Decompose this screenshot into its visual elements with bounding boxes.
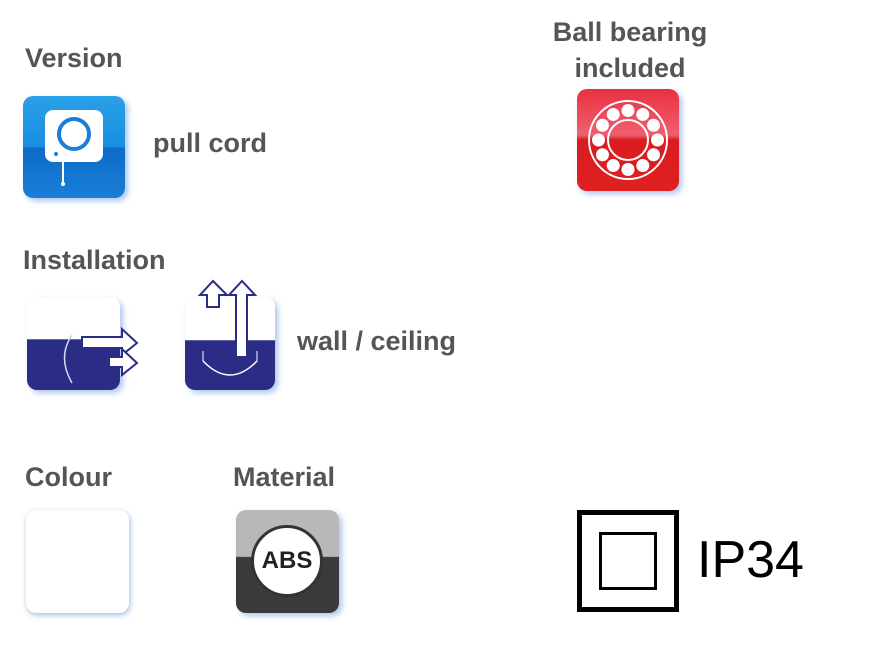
version-label: Version: [25, 43, 123, 73]
bearing-ball: [651, 133, 664, 147]
bearing-ball: [592, 133, 605, 147]
installation-value: wall / ceiling: [297, 326, 457, 356]
ceiling-installation-icon: [185, 279, 275, 390]
bearing-ball: [606, 107, 620, 121]
ball-bearing-label: Ball bearing included: [540, 14, 720, 86]
bearing-ball: [647, 148, 661, 162]
bearing-ball: [636, 159, 650, 173]
colour-swatch: [26, 510, 129, 613]
material-icon: ABS: [236, 510, 339, 613]
version-value: pull cord: [153, 128, 267, 158]
colour-label: Colour: [25, 462, 112, 492]
installation-label: Installation: [23, 245, 166, 275]
bearing-ball: [636, 107, 650, 121]
bearing-ball: [621, 163, 635, 176]
bearing-ball: [621, 104, 635, 117]
ball-bearing-icon: [577, 89, 679, 191]
bearing-ball: [606, 159, 620, 173]
ball-bearing-label-line1: Ball bearing: [552, 17, 708, 47]
material-badge: ABS: [251, 525, 323, 597]
bearing-ball: [595, 118, 609, 132]
ball-bearing-label-line2: included: [574, 53, 686, 83]
ip-rating: IP34: [697, 531, 804, 589]
bearing-ball: [595, 148, 609, 162]
double-insulation-icon: [577, 510, 679, 612]
wall-installation-icon: [27, 297, 139, 390]
material-label: Material: [233, 462, 336, 492]
pull-cord-icon: [23, 96, 125, 198]
bearing-ball: [647, 118, 661, 132]
